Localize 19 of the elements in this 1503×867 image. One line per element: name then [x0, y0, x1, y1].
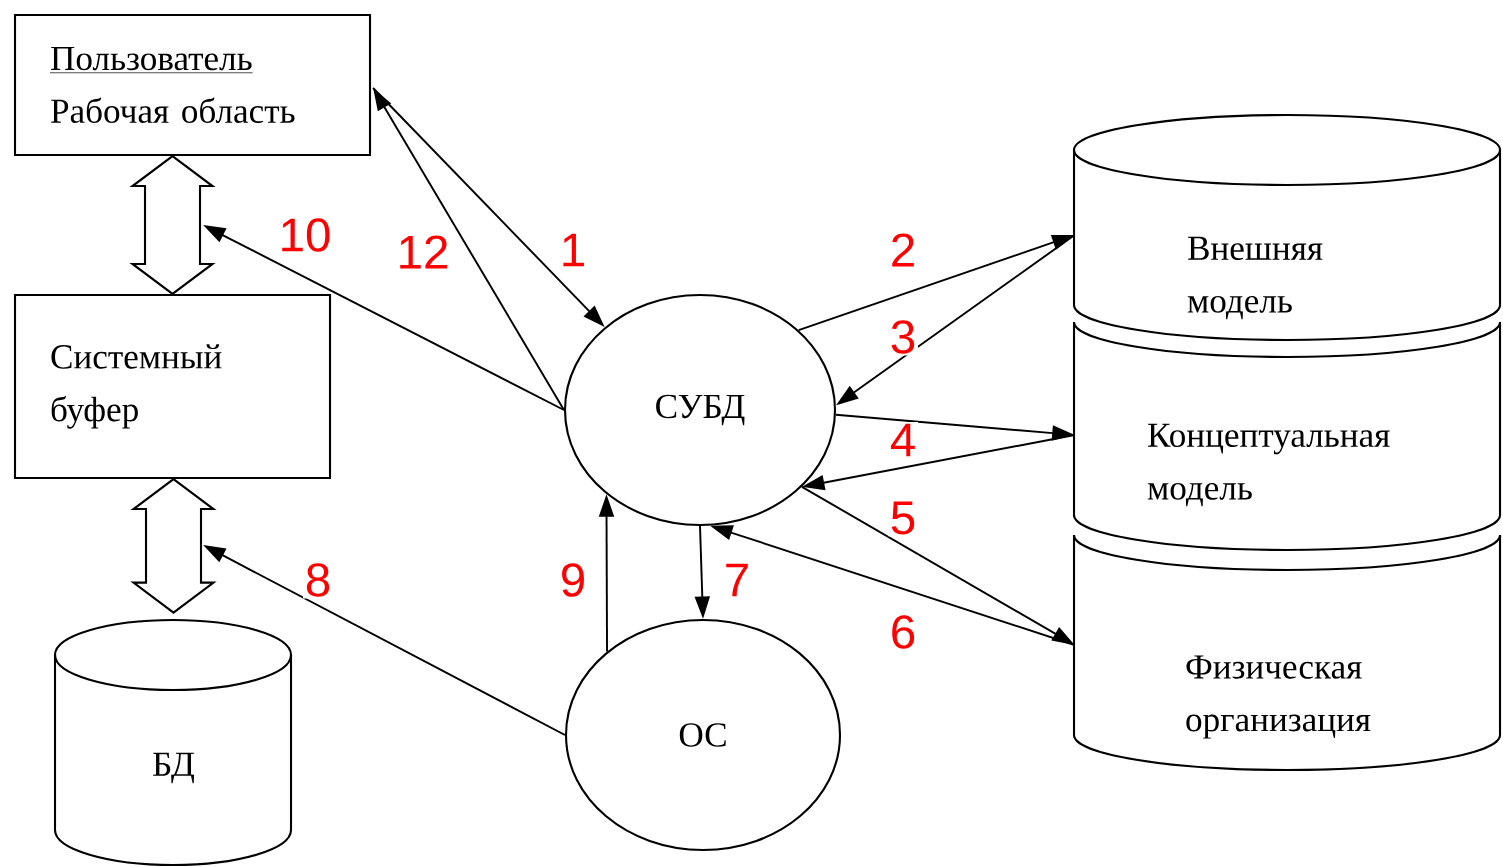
cylinder: Концептуальная модель	[1072, 320, 1502, 552]
edge-label: 4	[888, 421, 918, 459]
process-box: Пользователь Рабочая область	[13, 13, 372, 157]
edge-label: 7	[722, 561, 752, 599]
edge-label: 5	[888, 499, 918, 537]
edge-label: 2	[888, 231, 918, 269]
process-box: Системный буфер	[13, 293, 332, 480]
edge-label: 1	[558, 231, 588, 269]
cylinder: Внешняя модель	[1072, 113, 1502, 342]
edge-label: 8	[303, 561, 333, 599]
edge-label: 12	[394, 233, 452, 271]
edge-label: 9	[558, 561, 588, 599]
node-label: БД	[153, 752, 195, 784]
edge-label: 10	[276, 216, 334, 254]
cylinder: Физическая организация	[1072, 533, 1502, 772]
cylinder: БД	[53, 618, 293, 867]
edge-label: 6	[888, 613, 918, 651]
edge-label: 3	[888, 318, 918, 356]
node-label: Внешняя модель	[1187, 236, 1323, 320]
